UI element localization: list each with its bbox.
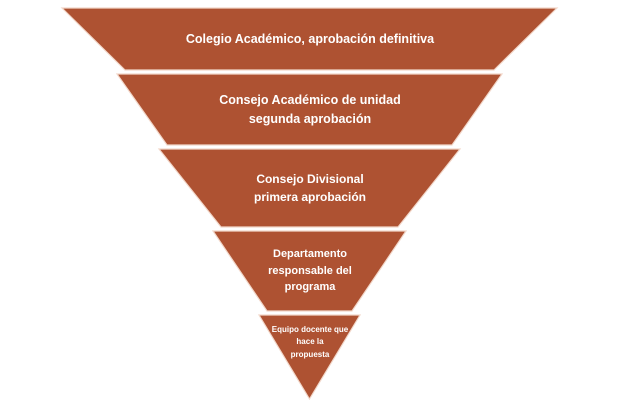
pyramid-level-1-shape — [60, 7, 559, 71]
pyramid-level-2-shape — [115, 73, 504, 146]
pyramid-level-3-shape — [157, 148, 462, 228]
pyramid-level-5-shape — [257, 314, 362, 401]
pyramid-level-4-shape — [211, 230, 408, 312]
